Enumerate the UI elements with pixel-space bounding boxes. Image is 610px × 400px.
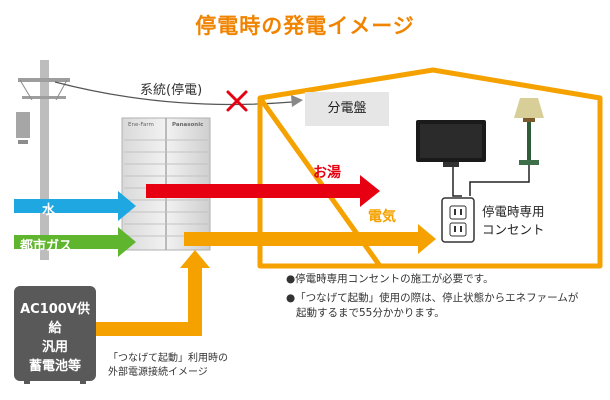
external-box-line2: 汎用: [41, 340, 68, 355]
water-arrow: [14, 191, 136, 221]
outlet-label-line2: コンセント: [482, 222, 545, 237]
city-gas-arrow: [14, 227, 136, 257]
external-caption: 「つなげて起動」利用時の 外部電源接続イメージ: [108, 352, 228, 380]
external-box-line1: AC100V供給: [20, 302, 90, 336]
electricity-label: 電気: [368, 209, 396, 225]
outlet-label: 停電時専用 コンセント: [482, 203, 545, 239]
city-gas-label: 都市ガス: [20, 239, 73, 254]
caption-line1: 「つなげて起動」利用時の: [108, 353, 228, 364]
lamp-icon: [514, 98, 544, 165]
grid-label: 系統(停電): [140, 83, 203, 98]
outlet-icon: [441, 197, 475, 243]
electricity-arrow: [184, 224, 436, 254]
unit-logo-left: Ene-Farm: [128, 122, 154, 128]
note-line: ●「つなげて起動」使用の際は、停止状態からエネファームが: [286, 292, 579, 304]
caption-line2: 外部電源接続イメージ: [108, 367, 208, 378]
notes: ●停電時専用コンセントの施工が必要です。 ●「つなげて起動」使用の際は、停止状態…: [286, 272, 604, 321]
utility-pole: [16, 60, 70, 260]
box-leg: [24, 378, 30, 384]
outage-x-icon: [226, 90, 248, 112]
tv-icon: [416, 120, 486, 167]
tv-cord: [452, 167, 462, 197]
external-box-line3: 蓄電池等: [28, 359, 81, 374]
hot-water-label: お湯: [313, 165, 341, 181]
note-line: ●停電時専用コンセントの施工が必要です。: [286, 273, 494, 285]
hot-water-arrow: [146, 175, 380, 207]
water-label: 水: [42, 203, 56, 218]
unit-logo-right: Panasonic: [172, 122, 204, 128]
note-line: 起動するまで55分かかります。: [296, 307, 445, 319]
distribution-panel: 分電盤: [305, 92, 389, 126]
grid-wire-arrowhead: [291, 95, 303, 107]
outlet-label-line1: 停電時専用: [482, 204, 545, 219]
external-power-box: AC100V供給 汎用 蓄電池等: [14, 286, 96, 381]
lamp-cord: [469, 165, 530, 196]
external-power-arrow: [96, 250, 210, 336]
box-leg: [80, 378, 86, 384]
page-title: 停電時の発電イメージ: [195, 14, 415, 38]
